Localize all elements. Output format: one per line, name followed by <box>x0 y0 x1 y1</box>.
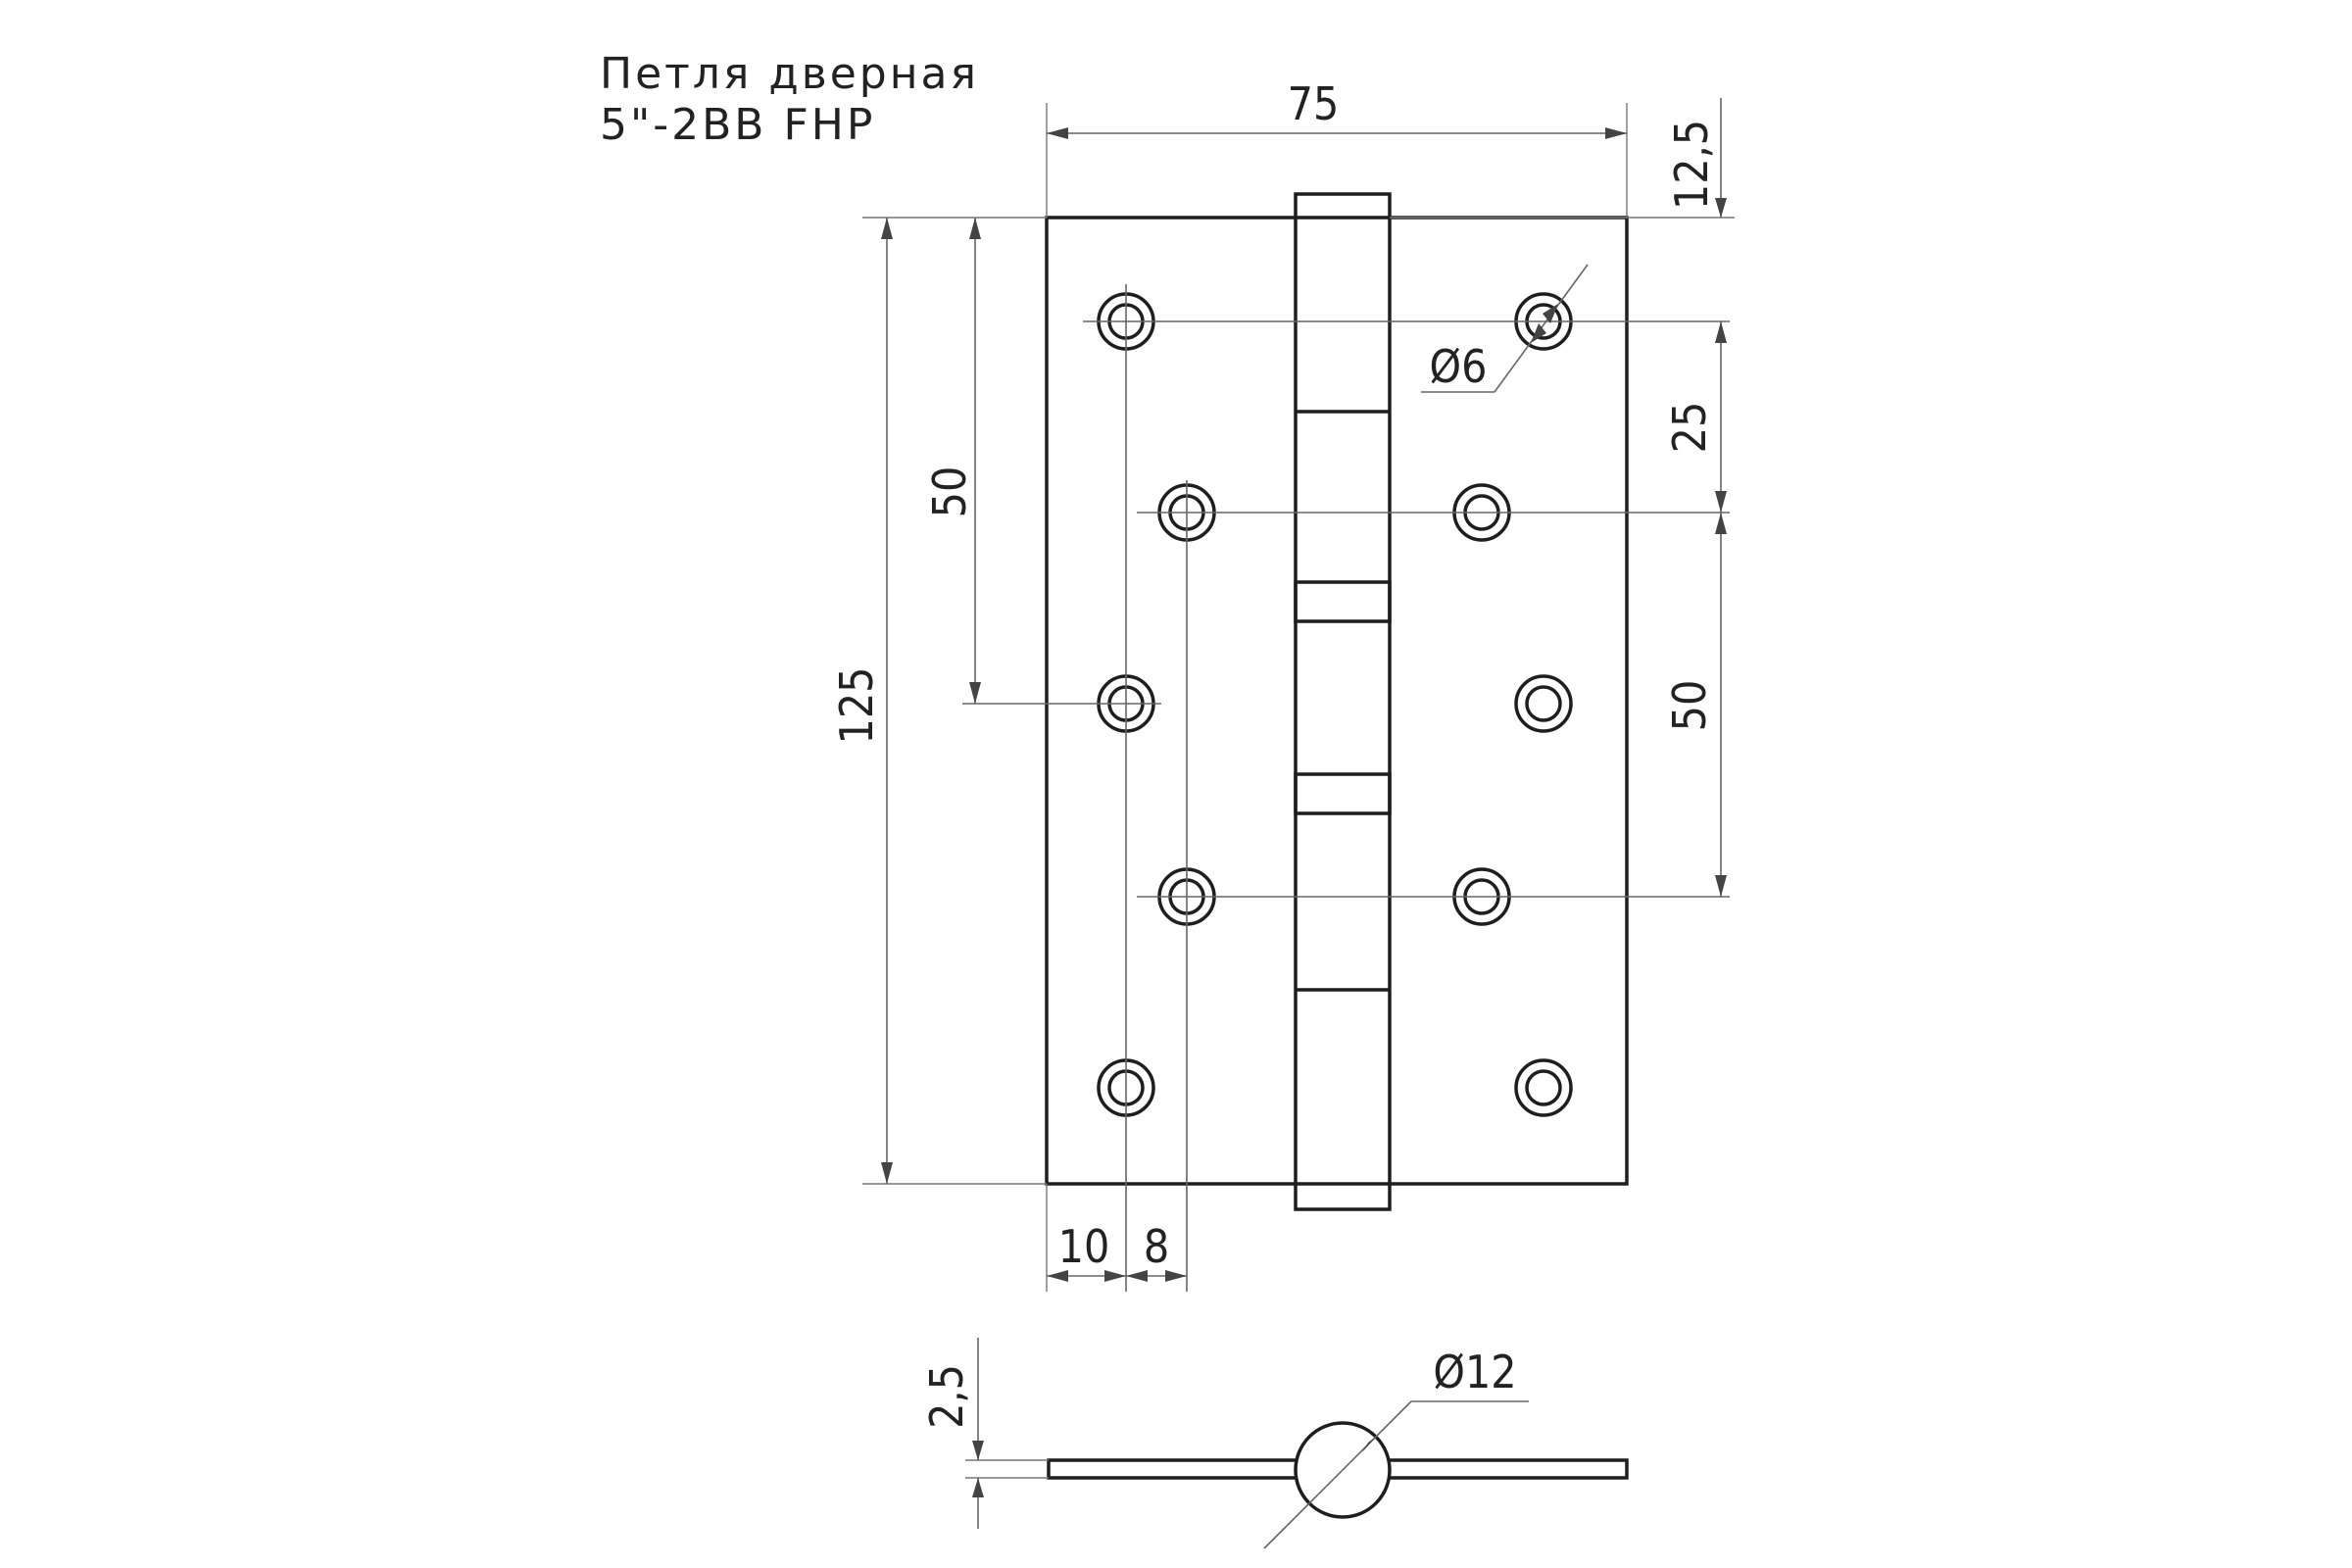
dim-left-spacing: 50 <box>923 218 981 704</box>
dim-hole-diameter-label: Ø6 <box>1430 340 1488 393</box>
title-line-2: 5"-2BB FHP <box>600 100 875 150</box>
hinge-plate-outline <box>1045 216 1629 1186</box>
dim-hole-diameter: Ø6 <box>1421 264 1589 393</box>
hinge-side-view: 2,5 Ø12 <box>920 1338 1629 1549</box>
dim-bottom-offsets: 10 8 <box>1046 1184 1187 1292</box>
screw-hole <box>1514 1058 1573 1117</box>
title-line-1: Петля дверная <box>600 49 979 99</box>
dim-top-offset-label: 12,5 <box>1665 120 1718 210</box>
dim-height: 125 <box>830 217 1047 1185</box>
dim-right-spacing-label: 50 <box>1663 680 1716 732</box>
screw-hole <box>1514 674 1573 733</box>
hinge-knuckle <box>1294 192 1392 1211</box>
bearing-ring-lower <box>1294 772 1392 815</box>
dim-top-spacing: 25 <box>1663 321 1727 513</box>
dim-top-offset: 12,5 <box>1390 98 1735 219</box>
dim-height-label: 125 <box>830 667 883 745</box>
dim-row-offset-label: 8 <box>1144 1220 1169 1273</box>
dim-width: 75 <box>1046 77 1628 218</box>
dim-thickness-label: 2,5 <box>920 1364 973 1429</box>
dim-left-spacing-label: 50 <box>923 466 976 518</box>
screw-holes <box>1097 292 1573 1117</box>
center-lines <box>962 284 1730 1292</box>
dim-top-spacing-label: 25 <box>1663 402 1716 454</box>
hinge-front-view <box>962 192 1730 1292</box>
dim-knuckle-diameter-label: Ø12 <box>1433 1346 1516 1398</box>
dim-right-spacing: 50 <box>1663 513 1727 897</box>
dim-width-label: 75 <box>1288 77 1340 130</box>
dim-edge-offset-label: 10 <box>1058 1220 1110 1273</box>
bearing-ring-upper <box>1294 580 1392 623</box>
